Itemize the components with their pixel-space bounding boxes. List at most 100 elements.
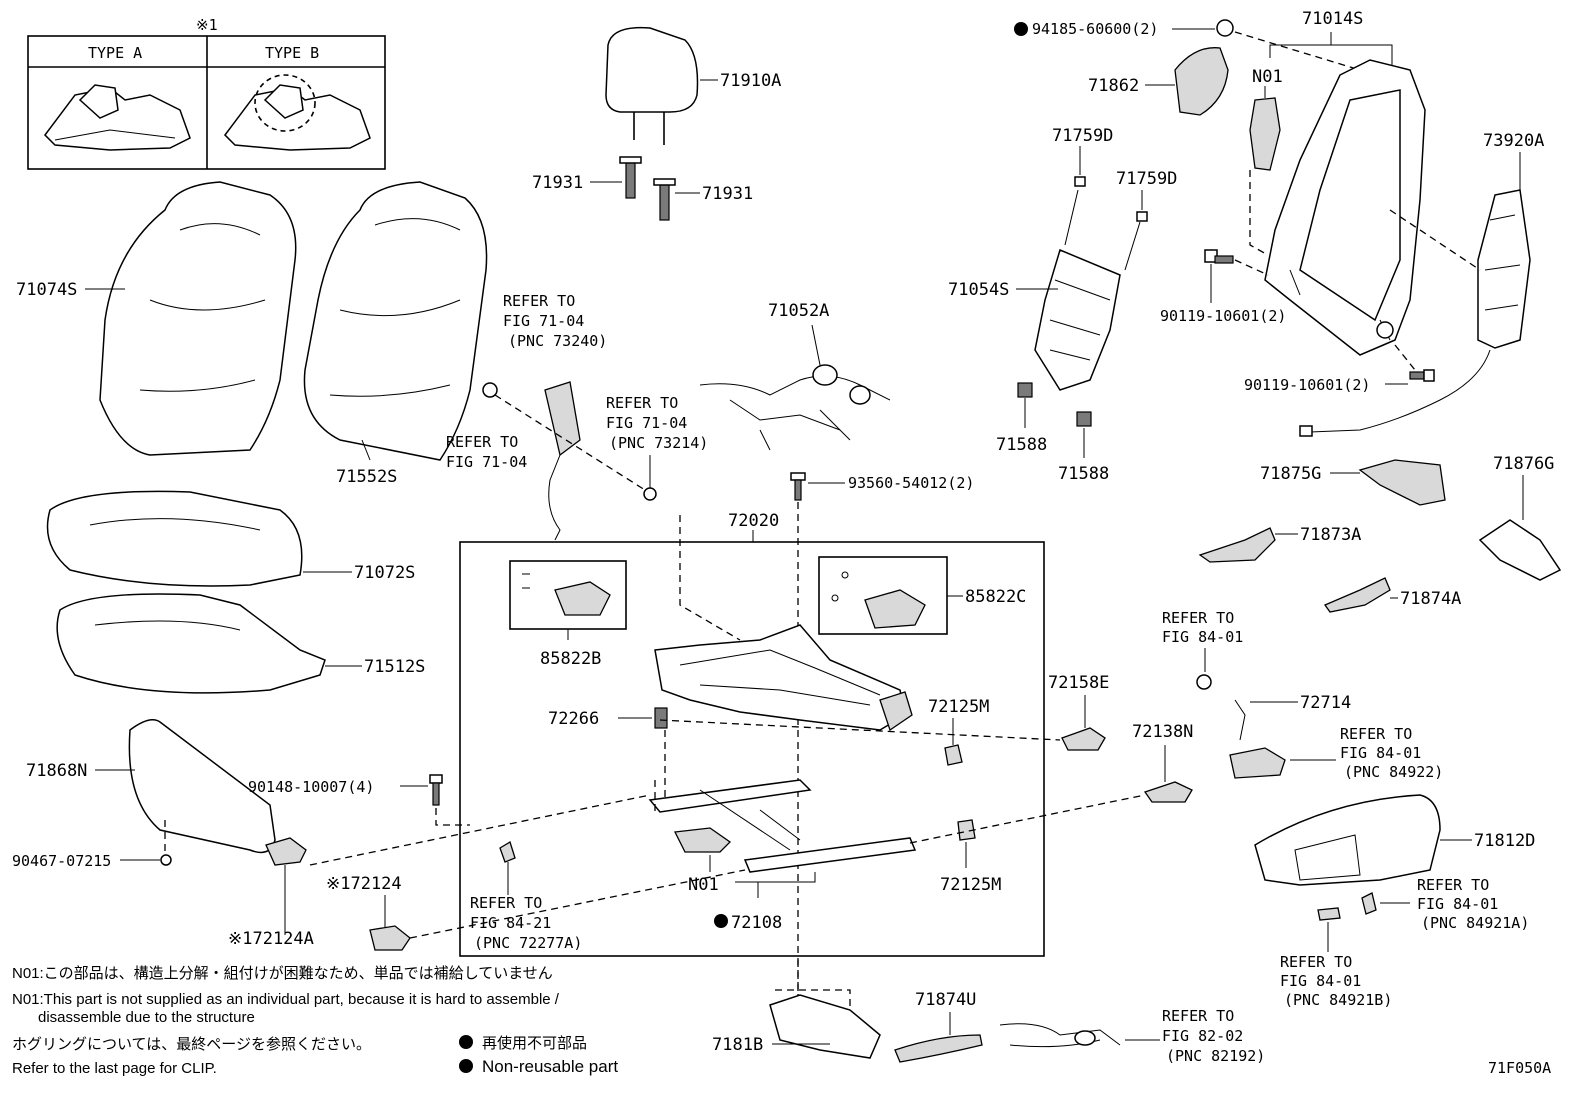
label-90467-07215: 90467-07215 [12,852,111,870]
label-72125M-upper: 72125M [928,697,989,717]
nonreusable-legend-dot-en [459,1059,473,1073]
knob-refer-pnc-84921A: REFER TO FIG 84-01 (PNC 84921A) [1361,876,1529,932]
label-93560-54012: 93560-54012(2) [848,474,974,492]
note-clip-en: Refer to the last page for CLIP. [12,1060,217,1077]
refer-1-line2: FIG 71-04 [503,312,584,330]
label-71868N: 71868N [26,761,87,781]
refer-5-line2: FIG 84-01 [1162,628,1243,646]
refer-9-line1: REFER TO [1162,1007,1234,1025]
notes: N01:この部品は、構造上分解・組付けが困難なため、単品では補給していません N… [12,965,1551,1077]
label-71512S: 71512S [364,657,425,677]
nonreusable-mark-94185 [1014,22,1028,36]
refer-fig-71-04-pnc-73240: REFER TO FIG 71-04 (PNC 73240) [503,292,607,350]
label-71931-left: 71931 [532,173,583,193]
label-72714: 72714 [1300,693,1351,713]
label-71014S: 71014S [1302,9,1363,29]
seat-belt-buckle [482,381,646,541]
clip-71759D: 71759D 71759D [1052,126,1177,222]
cushion-pad-71512S: 71512S [56,593,425,694]
note-nonreusable-jp: 再使用不可部品 [482,1035,587,1052]
label-73920A: 73920A [1483,131,1544,151]
label-71910A: 71910A [720,71,781,91]
bracket-72125M-lower: 72125M [940,819,1001,895]
refer-1-line1: REFER TO [503,292,575,310]
seatback-frame-71014S: 71014S [1264,9,1426,356]
type-a-label: TYPE A [88,44,142,62]
refer-4-line3: (PNC 72277A) [474,934,582,952]
bolts-90119: 90119-10601(2) 90119-10601(2) [1160,249,1435,394]
bracket-72125M-upper: 72125M [928,697,989,766]
refer-3-line3: (PNC 73214) [609,434,708,452]
label-N01-back: N01 [1252,67,1283,87]
side-shield-71868N: 71868N 90467-07215 [12,719,276,870]
motor-N01: N01 72108 [674,827,816,933]
refer-4-line2: FIG 84-21 [470,914,551,932]
note-n01-jp: N01:この部品は、構造上分解・組付けが困難なため、単品では補給していません [12,965,553,982]
type-variant-box: ※1 TYPE A TYPE B [27,16,386,170]
cover-71873A: 71873A [1198,525,1361,563]
refer-9-line3: (PNC 82192) [1166,1047,1265,1065]
type-box-mark: ※1 [196,16,218,34]
refer-6-line1: REFER TO [1340,725,1412,743]
knob-refer-pnc-84921B: REFER TO FIG 84-01 (PNC 84921B) [1280,907,1392,1009]
label-72124: ※172124 [326,874,402,894]
headrest-guides: 71931 71931 [532,156,753,221]
switch-refer-pnc-84922: REFER TO FIG 84-01 (PNC 84922) [1229,725,1443,781]
seatback-cover-71074S: 71074S [16,181,297,456]
cover-72158E: 72158E [1048,673,1109,751]
refer-fig-84-21: REFER TO FIG 84-21 (PNC 72277A) [470,841,582,952]
refer-3-line1: REFER TO [606,394,678,412]
label-72108: 72108 [731,913,782,933]
refer-7-line1: REFER TO [1417,876,1489,894]
refer-1-line3: (PNC 73240) [508,332,607,350]
cushion-cover-71072S: 71072S [46,490,415,587]
label-72125M-lower: 72125M [940,875,1001,895]
label-90148-10007: 90148-10007(4) [248,778,374,796]
cover-71876G: 71876G [1478,454,1562,581]
nonreusable-legend-dot-jp [459,1035,473,1049]
cover-72138N: 72138N [1132,722,1193,803]
motor-N01-back: N01 [1249,67,1283,256]
cover-71874U: 71874U [894,990,983,1063]
refer-6-line2: FIG 84-01 [1340,744,1421,762]
note-n01-en-1: N01:This part is not supplied as an indi… [12,991,560,1008]
label-90119-upper: 90119-10601(2) [1160,307,1286,325]
seatback-pad-71552S: 71552S [303,181,488,487]
airbag-73920A: 73920A [1299,131,1544,437]
label-72266: 72266 [548,709,599,729]
lumbar-support-71054S: 71054S [948,189,1141,391]
label-71552S: 71552S [336,467,397,487]
label-71054S: 71054S [948,280,1009,300]
seat-cushion-frame [654,624,913,732]
label-71759D-right: 71759D [1116,169,1177,189]
cover-71874A: 71874A [1324,577,1461,613]
brackets-72124: ※172124A ※172124 [228,837,411,951]
harness-refer-fig-82-02: REFER TO FIG 82-02 (PNC 82192) [999,1007,1265,1065]
screw-93560: 93560-54012(2) [790,472,974,1000]
label-71874A: 71874A [1400,589,1461,609]
type-b-bracket-illustration [224,74,371,151]
label-71931-right: 71931 [702,184,753,204]
label-71588-left: 71588 [996,435,1047,455]
side-cover-71812D: 71812D [1254,794,1535,886]
motor-85822B: 85822B [509,560,627,669]
refer-8-line2: FIG 84-01 [1280,972,1361,990]
label-71875G: 71875G [1260,464,1321,484]
label-85822B: 85822B [540,649,601,669]
refer-3-line2: FIG 71-04 [606,414,687,432]
cover-71875G: 71875G [1260,459,1446,506]
label-94185-60600: 94185-60600(2) [1032,20,1158,38]
cover-71862: 71862 [1088,47,1229,116]
label-72124A: ※172124A [228,929,314,949]
type-b-label: TYPE B [265,44,319,62]
refer-2-line1: REFER TO [446,433,518,451]
label-72138N: 72138N [1132,722,1193,742]
refer-7-line3: (PNC 84921A) [1421,914,1529,932]
refer-7-line2: FIG 84-01 [1417,895,1498,913]
refer-6-line3: (PNC 84922) [1344,763,1443,781]
type-a-bracket-illustration [44,84,191,151]
label-71873A: 71873A [1300,525,1361,545]
note-n01-en-2: disassemble due to the structure [38,1009,255,1026]
seat-frame-assembly-72020: 72020 85822B 85822C 72266 [459,511,1045,957]
